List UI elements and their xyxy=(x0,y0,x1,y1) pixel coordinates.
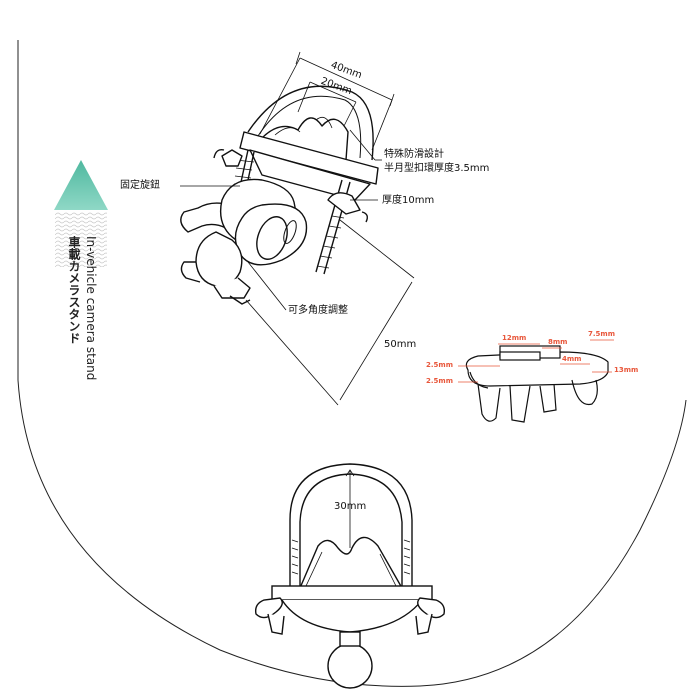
plate-dim-2-5mm-bottom: 2.5mm xyxy=(426,377,453,385)
multi-angle-label: 可多角度調整 xyxy=(288,305,348,316)
length-label: 50mm xyxy=(384,339,417,350)
dimension-lines xyxy=(180,51,415,406)
plate-dim-13mm: 13mm xyxy=(614,366,639,374)
triangle-icon xyxy=(54,160,108,210)
u-bolt-dimension xyxy=(345,469,355,548)
plate-dimension-lines xyxy=(458,339,614,383)
anti-slip-label-line2: 半月型扣環厚度3.5mm xyxy=(384,163,490,174)
u-bolt-span-label: 30mm xyxy=(334,501,367,512)
anti-slip-label-line1: 特殊防滑設計 xyxy=(384,149,444,160)
plate-dim-12mm: 12mm xyxy=(502,334,527,342)
sidebar-english-text: In-vehicle camera stand xyxy=(84,236,98,381)
thickness-label: 厚度10mm xyxy=(382,195,435,206)
plate-dim-7-5mm: 7.5mm xyxy=(588,330,615,338)
page-outline xyxy=(17,40,687,687)
sidebar-chinese-text: 車載カメラスタンド xyxy=(67,236,81,344)
plate-drawing xyxy=(465,345,609,423)
u-bolt-drawing xyxy=(254,463,446,689)
plate-dim-2-5mm-top: 2.5mm xyxy=(426,361,453,369)
plate-dim-4mm: 4mm xyxy=(562,355,582,363)
plate-dim-8mm: 8mm xyxy=(548,338,568,346)
car-mount-drawing xyxy=(180,85,379,305)
wave-texture xyxy=(55,212,107,267)
fixing-knob-label: 固定旋鈕 xyxy=(120,180,160,191)
